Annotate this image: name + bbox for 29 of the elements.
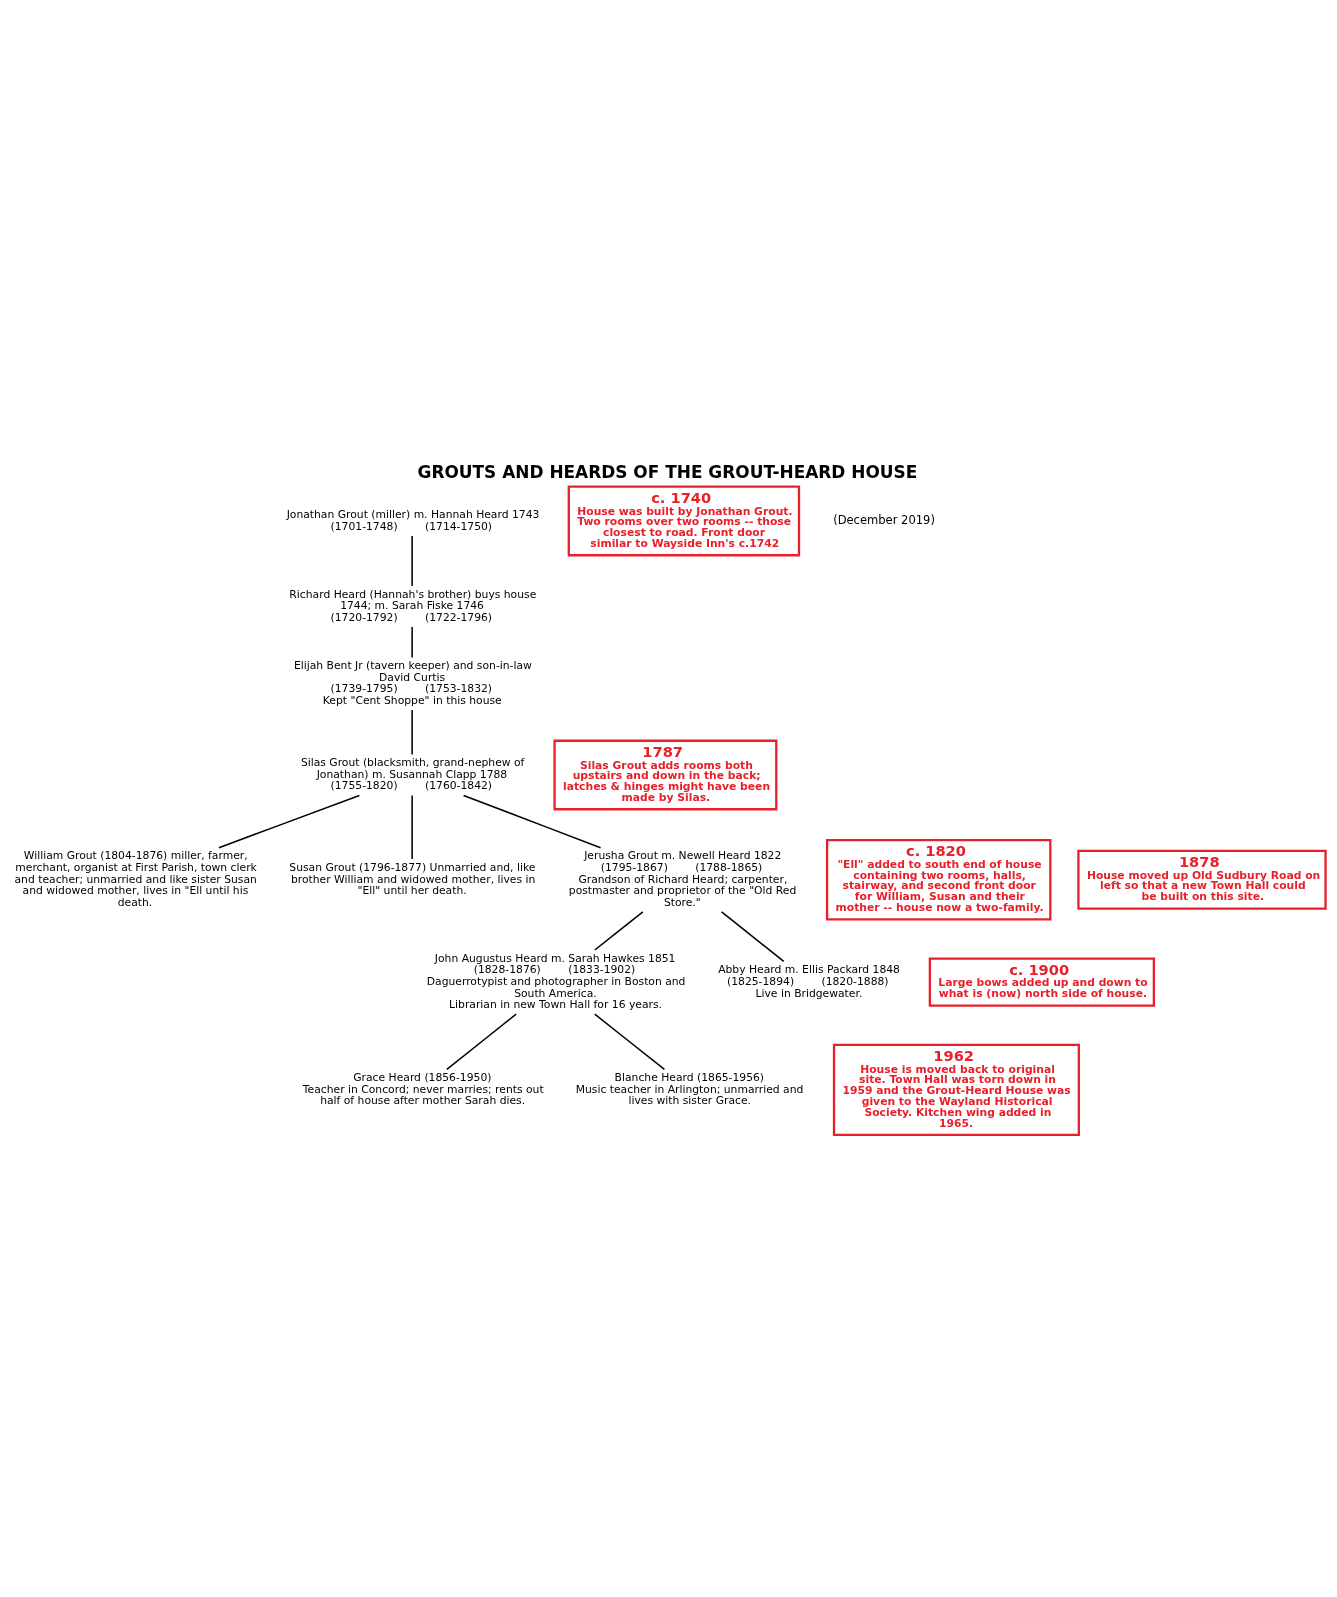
node-text: John Augustus Heard m. Sarah Hawkes 1851 (1828-1876) (1833-1902) Daguerrotypist and photographer in Boston and South America. Librarian in new Town Hall for 16 years.: [426, 951, 686, 1012]
node-box: 1878 House moved up Old Sudbury Road on left so that a new Town Hall could be built on this site.: [1077, 849, 1327, 910]
node-text: Jerusha Grout m. Newell Heard 1822 (1795-1867) (1788-1865) Grandson of Richard Heard; carpenter, postmaster and proprietor of the "Old Red Store.": [568, 849, 797, 909]
connector: [720, 911, 785, 963]
connector: [594, 911, 644, 951]
connector: [218, 794, 361, 849]
node-text: Elijah Bent Jr (tavern keeper) and son-in-law David Curtis (1739-1795) (1753-1832) Kept "Cent Shoppe" in this house: [293, 659, 532, 707]
connector: [411, 709, 413, 756]
node-box: c. 1820 "Ell" added to south end of house containing two rooms, halls, stairway, and second front door for William, Susan and their mother -- house now a two-family.: [825, 838, 1052, 921]
node-text: Jonathan Grout (miller) m. Hannah Heard 1743 (1701-1748) (1714-1750): [286, 508, 540, 533]
diagram-title: GROUTS AND HEARDS OF THE GROUT-HEARD HOUSE: [417, 461, 918, 482]
connector: [462, 794, 602, 849]
node-box: 1962 House is moved back to original site. Town Hall was torn down in 1959 and the Grout-Heard House was given to the Wayland Historical Society. Kitchen wing added in 1965.: [832, 1043, 1080, 1137]
connector: [411, 535, 413, 587]
label: (December 2019): [833, 512, 935, 527]
connector: [594, 1013, 666, 1071]
node-text: Abby Heard m. Ellis Packard 1848 (1825-1894) (1820-1888) Live in Bridgewater.: [718, 963, 900, 1000]
node-box: c. 1740 House was built by Jonathan Grout. Two rooms over two rooms -- those closest to road. Front door similar to Wayside Inn's c.1742: [567, 485, 801, 557]
node-box: c. 1900 Large bows added up and down to what is (now) north side of house.: [928, 957, 1156, 1007]
node-text: Grace Heard (1856-1950) Teacher in Concord; never marries; rents out half of house after mother Sarah dies.: [302, 1071, 544, 1108]
connector: [411, 626, 413, 659]
node-box: 1787 Silas Grout adds rooms both upstairs and down in the back; latches & hinges might have been made by Silas.: [553, 739, 778, 811]
node-text: Blanche Heard (1865-1956) Music teacher in Arlington; unmarried and lives with sister Grace.: [575, 1071, 804, 1108]
connector: [411, 794, 413, 860]
node-text: Silas Grout (blacksmith, grand-nephew of Jonathan) m. Susannah Clapp 1788 (1755-1820) (1760-1842): [300, 756, 525, 793]
node-text: William Grout (1804-1876) miller, farmer, merchant, organist at First Parish, town clerk and teacher; unmarried and like sister Susan and widowed mother, lives in "Ell until his death.: [14, 849, 257, 909]
node-text: Richard Heard (Hannah's brother) buys house 1744; m. Sarah Fiske 1746 (1720-1792) (1722-1796): [289, 587, 537, 624]
connector: [446, 1013, 517, 1071]
node-text: Susan Grout (1796-1877) Unmarried and, like brother William and widowed mother, lives in "Ell" until her death.: [289, 861, 536, 898]
